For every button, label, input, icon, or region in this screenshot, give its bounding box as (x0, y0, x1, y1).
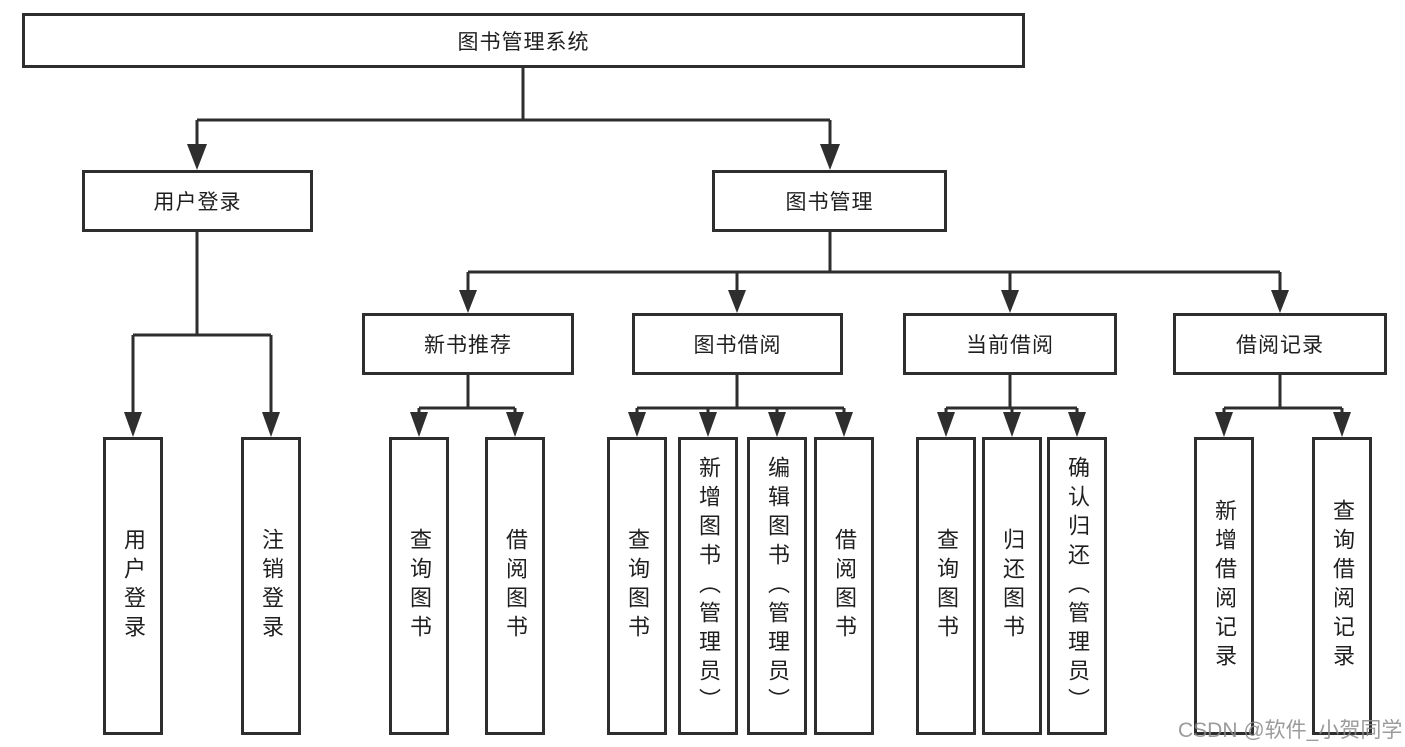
arrowhead (410, 412, 428, 437)
arrowhead (1333, 412, 1351, 437)
leaf-label: 查询借阅记录 (1330, 499, 1355, 673)
leaf-label: 查询图书 (934, 528, 959, 644)
leaf-borrow-books-borrowing: 借阅图书 (814, 437, 874, 735)
node-borrowing-records: 借阅记录 (1173, 313, 1387, 375)
leaf-label: 新增图书（管理员） (696, 455, 721, 717)
leaf-confirm-return-admin: 确认归还（管理员） (1047, 437, 1107, 735)
arrowhead (768, 412, 786, 437)
leaf-label: 查询图书 (407, 528, 432, 644)
arrowhead (699, 412, 717, 437)
arrowhead (124, 412, 142, 437)
leaf-query-books-current: 查询图书 (916, 437, 976, 735)
leaf-label: 借阅图书 (503, 528, 528, 644)
leaf-label: 新增借阅记录 (1212, 499, 1237, 673)
arrowhead (1001, 290, 1019, 313)
leaf-label: 确认归还（管理员） (1065, 455, 1090, 717)
node-current-borrowing: 当前借阅 (903, 313, 1117, 375)
leaf-add-books-admin: 新增图书（管理员） (678, 437, 738, 735)
leaf-return-books: 归还图书 (982, 437, 1042, 735)
arrowhead (187, 144, 207, 170)
leaf-user-login: 用户登录 (103, 437, 163, 735)
node-new-book-recommendation: 新书推荐 (362, 313, 574, 375)
node-user-login: 用户登录 (82, 170, 313, 232)
arrowhead (459, 290, 477, 313)
leaf-add-borrow-record: 新增借阅记录 (1194, 437, 1254, 735)
arrowhead (835, 412, 853, 437)
arrowhead (1215, 412, 1233, 437)
arrowhead (1068, 412, 1086, 437)
node-book-borrowing: 图书借阅 (632, 313, 843, 375)
arrowhead (1003, 412, 1021, 437)
leaf-query-books-borrowing: 查询图书 (607, 437, 667, 735)
arrowhead (262, 412, 280, 437)
arrowhead (937, 412, 955, 437)
leaf-label: 借阅图书 (832, 528, 857, 644)
arrowhead (506, 412, 524, 437)
arrowhead (1271, 290, 1289, 313)
arrowhead (820, 144, 840, 170)
leaf-label: 编辑图书（管理员） (765, 455, 790, 717)
leaf-label: 归还图书 (1000, 528, 1025, 644)
leaf-label: 查询图书 (625, 528, 650, 644)
arrowhead (728, 290, 746, 313)
arrowhead (628, 412, 646, 437)
leaf-edit-books-admin: 编辑图书（管理员） (747, 437, 807, 735)
watermark: CSDN @软件_小贺同学 (1178, 719, 1403, 742)
node-book-management: 图书管理 (712, 170, 947, 232)
leaf-borrow-books-recommend: 借阅图书 (485, 437, 545, 735)
leaf-query-borrow-record: 查询借阅记录 (1312, 437, 1372, 735)
leaf-query-books-recommend: 查询图书 (389, 437, 449, 735)
leaf-label: 注销登录 (259, 528, 284, 644)
node-book-management-system: 图书管理系统 (22, 13, 1025, 68)
leaf-label: 用户登录 (121, 528, 146, 644)
leaf-logout: 注销登录 (241, 437, 301, 735)
